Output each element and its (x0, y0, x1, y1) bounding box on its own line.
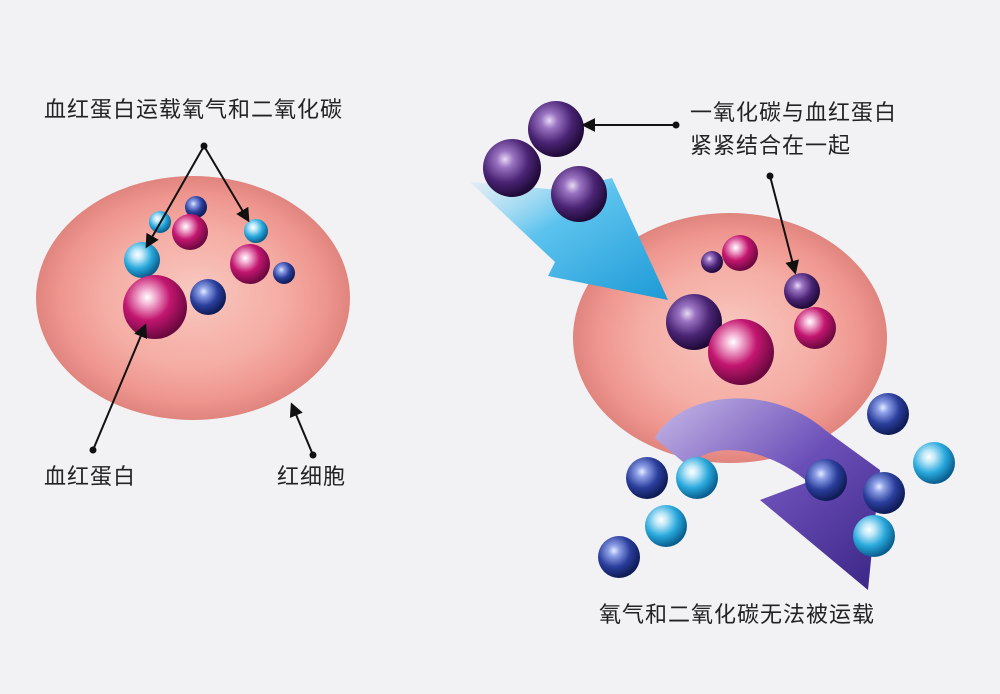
co2-molecule (190, 279, 226, 315)
hemoglobin-molecule (794, 307, 836, 349)
hemoglobin-molecule (172, 214, 208, 250)
co2-molecule (867, 393, 909, 435)
co-molecule (551, 166, 607, 222)
oxygen-molecule (676, 457, 718, 499)
co2-molecule (273, 262, 295, 284)
hemoglobin-molecule (230, 244, 270, 284)
co-molecule (666, 294, 722, 350)
left-molecules (123, 196, 295, 339)
free-molecules (598, 393, 955, 578)
hemoglobin-molecule-large (123, 275, 187, 339)
co2-molecule (805, 459, 847, 501)
oxygen-molecule (124, 242, 160, 278)
co-molecule (701, 251, 723, 273)
right-molecules (483, 101, 836, 385)
label-co-bind-line1: 一氧化碳与血红蛋白 (690, 101, 898, 126)
co2-molecule (598, 536, 640, 578)
incoming-co-arrow (470, 178, 668, 300)
co2-molecule (185, 196, 207, 218)
oxygen-molecule (244, 219, 268, 243)
oxygen-molecule (853, 515, 895, 557)
label-red-blood-cell: 红细胞 (277, 465, 347, 490)
label-carry-o2-co2: 血红蛋白运载氧气和二氧化碳 (44, 98, 344, 123)
hemoglobin-molecule (722, 235, 758, 271)
co-molecule (784, 273, 820, 309)
hemoglobin-molecule-large (708, 319, 774, 385)
label-co-bind-line2: 紧紧结合在一起 (690, 134, 852, 159)
pointer-lines (89, 118, 799, 459)
label-cannot-carry: 氧气和二氧化碳无法被运载 (599, 603, 876, 628)
co2-molecule (863, 472, 905, 514)
co-molecule (483, 139, 541, 197)
oxygen-molecule (913, 442, 955, 484)
outgoing-molecules-arrow (655, 398, 880, 590)
co2-molecule (626, 457, 668, 499)
co-molecule (528, 101, 584, 157)
label-hemoglobin: 血红蛋白 (44, 465, 137, 490)
oxygen-molecule (645, 505, 687, 547)
